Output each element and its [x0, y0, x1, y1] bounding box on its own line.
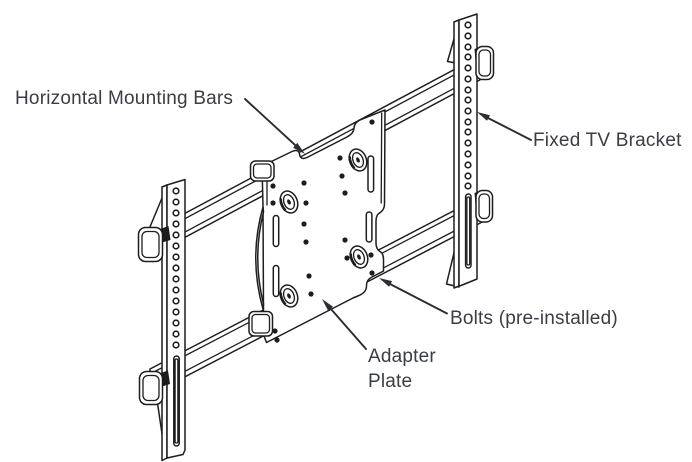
- right-fixed-tv-bracket: [445, 13, 478, 289]
- right-bracket-front-face: [458, 13, 478, 287]
- preinstalled-bolt: [279, 190, 299, 214]
- adapter-plate-left-flange: [255, 206, 265, 310]
- label-horizontal-mounting-bars: Horizontal Mounting Bars: [15, 88, 233, 109]
- leader-line: [244, 98, 301, 151]
- bottom-bar-right-end-cap: [475, 189, 494, 223]
- label-adapter-plate-line2: Plate: [368, 371, 412, 392]
- top-bar-left-end-cap: [137, 226, 164, 263]
- adapter-plate-slot: [272, 214, 280, 248]
- adapter-plate: [248, 109, 386, 344]
- label-bolts-preinstalled: Bolts (pre-installed): [450, 308, 618, 329]
- leader-line: [486, 116, 532, 141]
- arrowhead: [322, 299, 333, 311]
- bar-end-caps: [137, 45, 495, 406]
- left-fixed-tv-bracket: [147, 178, 186, 462]
- right-bracket-slot: [464, 193, 472, 269]
- bottom-bar-left-end-cap: [138, 370, 164, 406]
- left-bracket-slot: [173, 355, 180, 447]
- right-bracket-slot-inner: [466, 196, 471, 266]
- left-bracket-front-face: [166, 178, 186, 459]
- callout-adapter-plate: [322, 299, 367, 350]
- preinstalled-bolt: [348, 148, 368, 172]
- leader-line: [329, 307, 367, 350]
- callout-horizontal-mounting-bars: [244, 98, 305, 154]
- label-fixed-tv-bracket: Fixed TV Bracket: [533, 130, 682, 151]
- top-bar-right-end-cap: [475, 45, 495, 81]
- labels: Horizontal Mounting Bars Fixed TV Bracke…: [15, 88, 682, 392]
- leader-line: [389, 283, 448, 315]
- adapter-plate-slot: [367, 155, 375, 193]
- adapter-plate-bottom-clip: [248, 310, 274, 337]
- adapter-plate-slot: [365, 211, 373, 243]
- preinstalled-bolt: [349, 245, 369, 269]
- left-bracket-slot-inner: [174, 358, 179, 444]
- preinstalled-bolt: [279, 284, 299, 308]
- arrowhead: [379, 278, 393, 287]
- adapter-plate-slot: [272, 264, 280, 298]
- arrowhead: [293, 142, 305, 154]
- left-bracket-hole-column: [172, 187, 180, 349]
- arrowhead: [477, 112, 490, 121]
- callouts: [244, 98, 532, 350]
- adapter-plate-top-clip: [249, 160, 275, 182]
- label-adapter-plate-line1: Adapter: [368, 346, 436, 367]
- callout-bolts: [379, 278, 448, 315]
- callout-fixed-tv-bracket: [477, 112, 532, 141]
